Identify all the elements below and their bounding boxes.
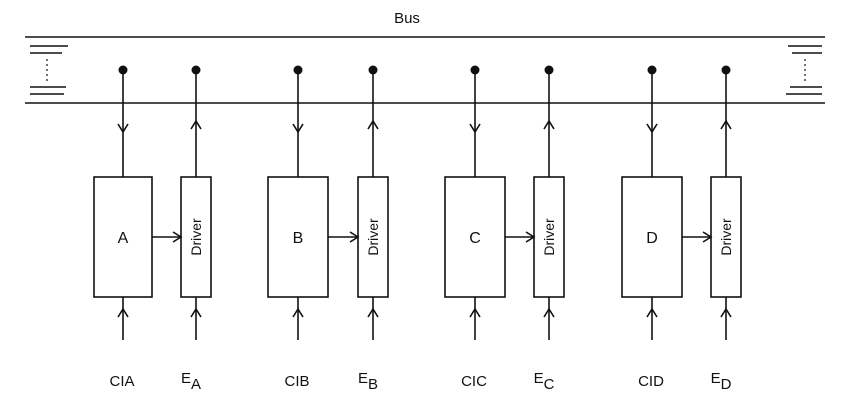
arrow-up-icon	[543, 119, 555, 130]
control-label: CIB	[284, 373, 309, 390]
enable-label: EB	[358, 370, 378, 393]
arrow-up-icon	[646, 307, 658, 318]
arrow-down-icon	[117, 123, 129, 134]
enable-label: ED	[711, 370, 732, 393]
block-label: A	[118, 230, 129, 247]
block-label: D	[646, 230, 658, 247]
arrow-down-icon	[292, 123, 304, 134]
bus-width-symbol-right	[786, 45, 822, 95]
arrow-up-icon	[720, 119, 732, 130]
driver-label: Driver	[718, 218, 734, 256]
enable-subscript: C	[544, 376, 555, 393]
enable-letter: E	[358, 370, 368, 387]
control-label: CIA	[109, 373, 134, 390]
arrow-right-icon	[525, 231, 536, 243]
driver-label: Driver	[541, 218, 557, 256]
arrow-up-icon	[190, 119, 202, 130]
enable-subscript: A	[191, 376, 201, 393]
arrow-up-icon	[367, 119, 379, 130]
arrow-up-icon	[292, 307, 304, 318]
arrow-up-icon	[367, 307, 379, 318]
enable-label: EA	[181, 370, 201, 393]
block-box	[621, 176, 683, 298]
enable-subscript: B	[368, 376, 378, 393]
arrow-up-icon	[117, 307, 129, 318]
driver-label: Driver	[188, 218, 204, 256]
driver-label: Driver	[365, 218, 381, 256]
arrow-right-icon	[702, 231, 713, 243]
block-label: C	[469, 230, 481, 247]
block-box	[444, 176, 506, 298]
arrow-up-icon	[469, 307, 481, 318]
arrow-down-icon	[469, 123, 481, 134]
enable-letter: E	[534, 370, 544, 387]
enable-subscript: D	[721, 376, 732, 393]
enable-label: EC	[534, 370, 555, 393]
arrow-right-icon	[349, 231, 360, 243]
control-label: CID	[638, 373, 664, 390]
enable-letter: E	[181, 370, 191, 387]
arrow-right-icon	[172, 231, 183, 243]
arrow-up-icon	[190, 307, 202, 318]
arrow-down-icon	[646, 123, 658, 134]
arrow-up-icon	[720, 307, 732, 318]
enable-letter: E	[711, 370, 721, 387]
control-label: CIC	[461, 373, 487, 390]
bus	[25, 36, 825, 104]
block-label: B	[293, 230, 304, 247]
bus-label: Bus	[394, 10, 420, 27]
bus-width-symbol-left	[30, 45, 68, 95]
driver-box	[357, 176, 389, 298]
arrow-up-icon	[543, 307, 555, 318]
